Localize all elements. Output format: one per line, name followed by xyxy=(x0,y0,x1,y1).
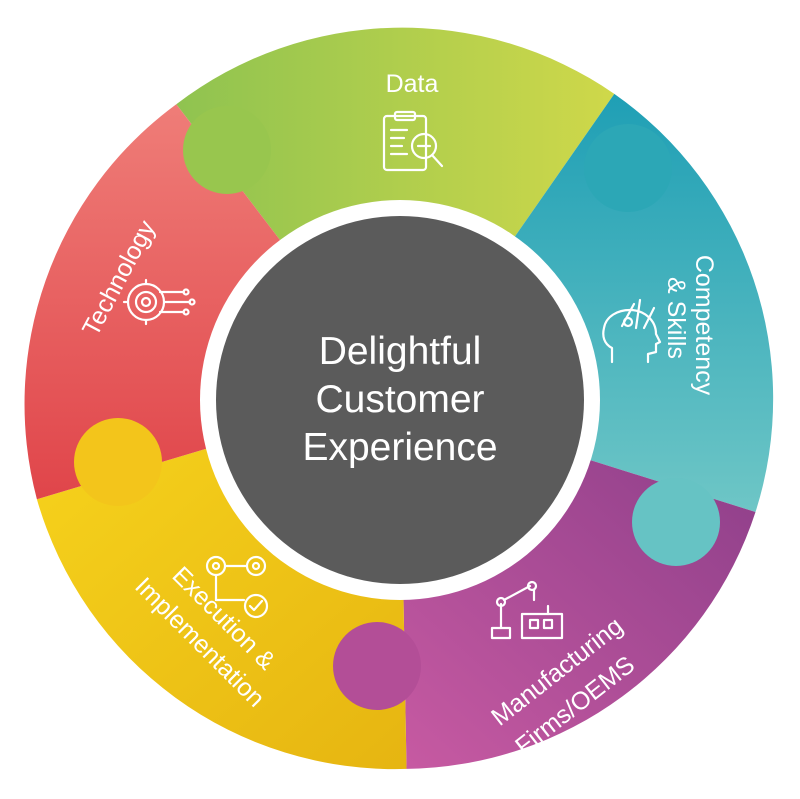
gears-checkmark-icon xyxy=(205,555,269,619)
center-title-line-2: Customer xyxy=(315,378,484,421)
puzzle-tab-competency xyxy=(584,124,672,212)
label-competency-line-1: Competency xyxy=(690,255,718,396)
puzzle-tab-manufacturing xyxy=(632,478,720,566)
segment-data xyxy=(176,27,615,254)
gear-circuit-icon xyxy=(122,278,196,326)
segment-execution xyxy=(36,444,407,770)
label-competency-line-2: & Skills xyxy=(662,277,690,359)
puzzle-tab-execution xyxy=(333,622,421,710)
head-tools-icon xyxy=(602,298,662,364)
label-data: Data xyxy=(386,70,439,98)
center-title-line-3: Experience xyxy=(302,426,497,469)
clipboard-magnifier-icon xyxy=(382,110,444,172)
center-title-line-1: Delightful xyxy=(319,330,482,373)
robot-arm-factory-icon xyxy=(490,580,564,640)
segment-technology xyxy=(24,104,291,500)
puzzle-tab-technology xyxy=(74,418,162,506)
puzzle-tab-data xyxy=(183,106,271,194)
center-disk xyxy=(216,216,584,584)
